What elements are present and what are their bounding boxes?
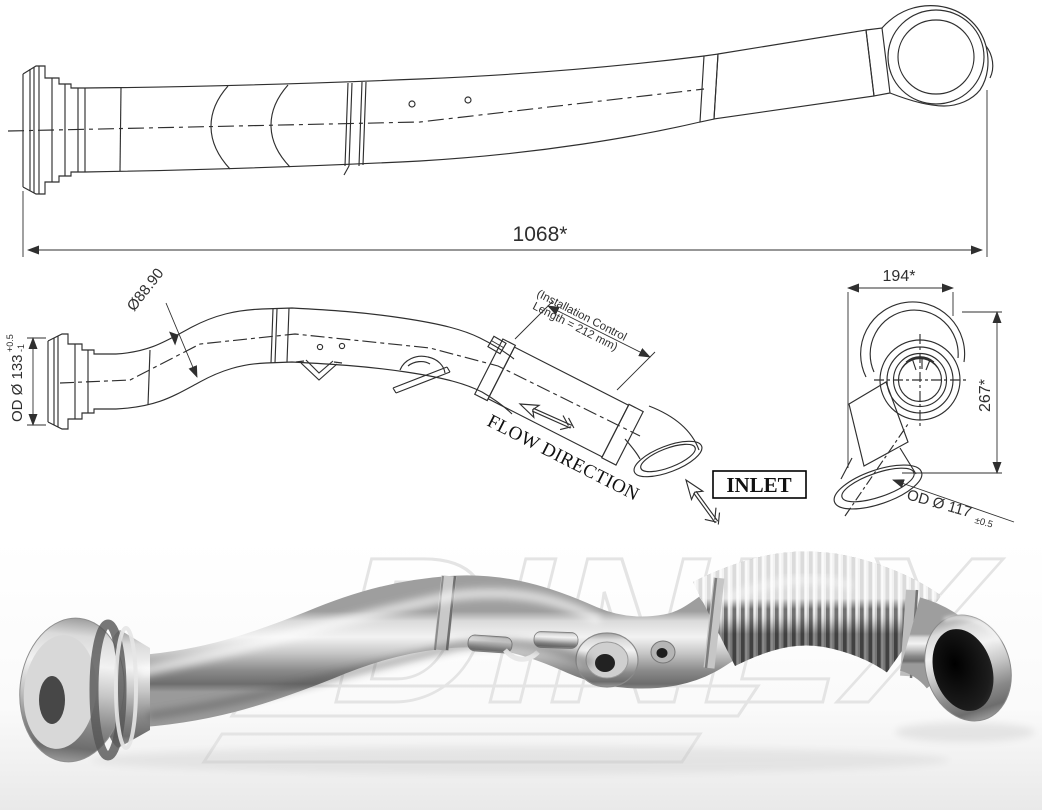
top-view-pipe-body bbox=[7, 55, 705, 176]
installation-control-dimension: (Installation Control Length = 212 mm) bbox=[514, 288, 656, 391]
photo-flex-shading bbox=[692, 551, 942, 673]
photo-outlet-opening bbox=[932, 629, 994, 711]
bell-groove-ring bbox=[89, 619, 127, 761]
inlet-label-box bbox=[712, 470, 807, 499]
flow-direction-annotation: FLOW DIRECTION bbox=[484, 403, 643, 506]
side-view-elbow-inlet-end bbox=[624, 405, 703, 478]
side-view-inlet-bell bbox=[47, 333, 116, 430]
weld-ring-1-edge2 bbox=[434, 575, 444, 651]
side-view-flex-bellows bbox=[473, 338, 644, 466]
sensor-boss bbox=[392, 355, 451, 394]
inlet-od-dimension: OD Ø 133 +0.5 -1 bbox=[5, 334, 46, 426]
flex-collar-left bbox=[703, 577, 725, 669]
outlet-rim-highlight bbox=[943, 615, 1002, 643]
end-view-height-dimension: 267* bbox=[902, 311, 1002, 474]
flex-highlight bbox=[722, 575, 854, 604]
end-view-height-label: 267* bbox=[977, 379, 994, 412]
product-photo: DINEX bbox=[0, 512, 1042, 810]
body-shadow-line bbox=[147, 639, 594, 720]
top-view-elbow-outlet bbox=[881, 5, 994, 107]
overall-length-label: 1068* bbox=[513, 223, 568, 246]
top-view-drawing: 1068* bbox=[7, 5, 994, 257]
inlet-annotation: INLET bbox=[685, 470, 807, 525]
inlet-label: INLET bbox=[726, 473, 791, 497]
sensor-port bbox=[650, 640, 676, 664]
overall-length-dimension: 1068* bbox=[22, 90, 988, 257]
top-view-flex-bellows bbox=[699, 27, 891, 123]
inlet-od-tolerance-minus: -1 bbox=[16, 344, 26, 352]
flex-diameter-dimension: Ø88.90 bbox=[124, 265, 198, 378]
end-view-width-label: 194* bbox=[883, 268, 916, 285]
weld-ring-1 bbox=[433, 575, 457, 651]
photo-inlet-bell bbox=[19, 617, 150, 763]
centerline bbox=[59, 333, 641, 437]
flex-diameter-label: Ø88.90 bbox=[124, 265, 168, 314]
side-view-drawing: Ø88.90 OD Ø 133 +0.5 -1 (Installation Co… bbox=[5, 265, 807, 525]
weld-ring-1-edge bbox=[445, 575, 457, 651]
flex-clamp bbox=[487, 335, 507, 355]
end-view-width-dimension: 194* bbox=[847, 268, 954, 468]
sensor-boss-flange bbox=[575, 632, 639, 688]
side-view-pipe-body bbox=[59, 307, 641, 437]
pipe-shadow bbox=[90, 746, 950, 774]
end-view-flex-bellows bbox=[848, 381, 909, 467]
mounting-hole bbox=[408, 100, 416, 108]
inlet-od-label: OD Ø 133 bbox=[9, 354, 26, 422]
body-highlight bbox=[138, 588, 603, 677]
mounting-hole bbox=[464, 96, 472, 104]
hanger-bracket bbox=[295, 359, 343, 381]
outlet-shadow bbox=[895, 722, 1035, 742]
end-view-outlet-face bbox=[844, 301, 966, 517]
bracket-strap bbox=[503, 648, 540, 662]
inlet-od-tolerance-plus: +0.5 bbox=[5, 334, 15, 352]
end-view-drawing: 194* 267* OD Ø 117 ±0.5 bbox=[833, 268, 1015, 531]
outlet-od-tolerance: ±0.5 bbox=[973, 515, 994, 531]
flex-collar-left-edge bbox=[704, 577, 718, 669]
inlet-arrow bbox=[685, 478, 721, 525]
flow-direction-arrow bbox=[518, 403, 575, 431]
centerline bbox=[7, 88, 705, 132]
photo-pipe bbox=[19, 551, 1012, 763]
bell-neck-highlight bbox=[114, 626, 138, 750]
